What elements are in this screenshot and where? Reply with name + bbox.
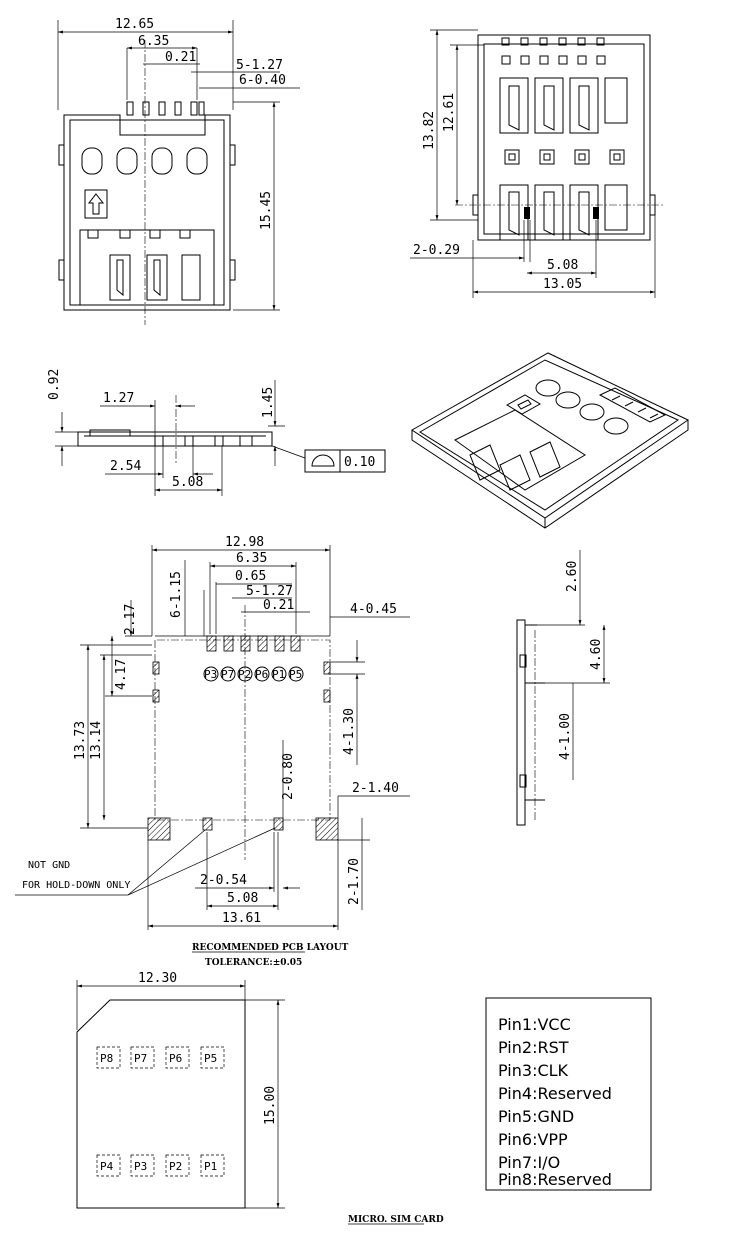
dim-pcb-slots-right: 4-0.45 [350, 602, 397, 617]
dim-side-pitch: 1.27 [103, 391, 134, 406]
dim-right-100: 4-1.00 [558, 713, 573, 760]
isometric-view [411, 352, 689, 529]
dim-top-offset: 0.21 [165, 50, 196, 65]
pin-legend: Pin1:VCC Pin2:RST Pin3:CLK Pin4:Reserved… [485, 997, 652, 1191]
pin-legend-item: Pin1:VCC [498, 1015, 571, 1034]
top-view: 12.65 6.35 0.21 5-1.27 6-0.40 15.45 [57, 17, 300, 325]
dim-bottom-padwidth: 2-0.29 [413, 243, 460, 258]
dim-pcb-height1314: 13.14 [89, 721, 104, 760]
pcb-tolerance: TOLERANCE:±0.05 [205, 958, 302, 968]
dim-sim-height: 15.00 [263, 1086, 278, 1125]
pcb-pin-label: P5 [289, 668, 302, 681]
pcb-pin-labels: P3 P7 P2 P6 P1 P5 [203, 666, 304, 682]
dim-bottom-padspan: 5.08 [547, 258, 578, 273]
dim-bottom-width: 13.05 [543, 277, 582, 292]
pin-legend-item: Pin6:VPP [498, 1130, 568, 1149]
pin-legend-item: Pin7:I/O [498, 1153, 560, 1172]
dim-pcb-width: 12.98 [225, 535, 264, 550]
sim-pad-label: P4 [100, 1160, 114, 1173]
dim-sim-width: 12.30 [138, 971, 177, 986]
pcb-caption: RECOMMENDED PCB LAYOUT [192, 943, 349, 953]
dim-side-spacing-a: 2.54 [110, 459, 141, 474]
dim-pcb-hole054: 2-0.54 [200, 873, 247, 888]
pcb-pin-label: P7 [221, 668, 234, 681]
dim-pcb-width-bottom: 13.61 [222, 911, 261, 926]
dim-pcb-edge417: 4.17 [114, 659, 129, 690]
dim-pcb-span: 6.35 [236, 551, 267, 566]
flatness-frame [304, 449, 386, 473]
dim-pcb-hole080: 2-0.80 [281, 753, 296, 800]
dim-flatness: 0.10 [344, 455, 375, 470]
pin-legend-item: Pin2:RST [498, 1038, 569, 1057]
pin-legend-item: Pin8:Reserved [498, 1170, 612, 1189]
sim-pad-label: P7 [134, 1052, 147, 1065]
dim-side-height-left: 0.92 [47, 369, 62, 400]
pcb-pin-label: P2 [238, 668, 251, 681]
dim-right-260: 2.60 [565, 561, 580, 592]
pcb-layout: P3 P7 P2 P6 P1 P5 12.98 6.35 0.65 5-1.2 [15, 535, 410, 968]
sim-pad-label: P1 [204, 1160, 217, 1173]
sim-pad-label: P2 [169, 1160, 182, 1173]
sim-pad-label: P5 [204, 1052, 217, 1065]
pcb-pin-label: P1 [272, 668, 285, 681]
bottom-view: 13.82 12.61 2-0.29 5.08 13.05 [410, 29, 665, 298]
pcb-pin-label: P3 [204, 668, 217, 681]
dim-top-height: 15.45 [259, 191, 274, 230]
pcb-note-line1: NOT GND [28, 860, 70, 871]
dim-pcb-edge217: 2.17 [123, 604, 138, 635]
dim-right-460: 4.60 [589, 639, 604, 670]
dim-pcb-offset021: 0.21 [263, 598, 294, 613]
pin-legend-item: Pin4:Reserved [498, 1084, 612, 1103]
dim-pcb-span508: 5.08 [227, 891, 258, 906]
dim-pcb-side130: 4-1.30 [342, 708, 357, 755]
dim-top-span: 6.35 [138, 34, 169, 49]
side-view: 0.92 1.27 1.45 2.54 5.08 0.10 [47, 369, 386, 496]
dim-pcb-height1373: 13.73 [73, 721, 88, 760]
sim-card: P8 P7 P6 P5 P4 P3 P2 P1 12.30 15.00 MICR… [76, 971, 444, 1225]
dim-pcb-pad140: 2-1.40 [352, 781, 399, 796]
sim-pad-label: P6 [169, 1052, 182, 1065]
dim-side-spacing-b: 5.08 [172, 475, 203, 490]
sim-caption: MICRO. SIM CARD [348, 1215, 444, 1225]
dim-top-pinwidth: 6-0.40 [239, 73, 286, 88]
right-side-view: 2.60 4.60 4-1.00 [516, 550, 610, 826]
dim-bottom-height-inner: 12.61 [442, 93, 457, 132]
dim-pcb-pad170: 2-1.70 [347, 858, 362, 905]
sim-pad-label: P8 [100, 1052, 113, 1065]
dim-side-height-right: 1.45 [261, 387, 276, 418]
dim-top-width: 12.65 [115, 17, 154, 32]
sim-pad-label: P3 [134, 1160, 147, 1173]
dim-top-pitch: 5-1.27 [236, 58, 283, 73]
dim-pcb-slots-left: 6-1.15 [169, 571, 184, 618]
pcb-pin-label: P6 [255, 668, 268, 681]
dim-pcb-pitch: 5-1.27 [246, 584, 293, 599]
pin-legend-item: Pin3:CLK [498, 1061, 569, 1080]
pin-legend-item: Pin5:GND [498, 1107, 574, 1126]
pcb-note-line2: FOR HOLD-DOWN ONLY [22, 880, 130, 891]
dim-pcb-offset065: 0.65 [235, 569, 266, 584]
dim-bottom-height-outer: 13.82 [422, 111, 437, 150]
